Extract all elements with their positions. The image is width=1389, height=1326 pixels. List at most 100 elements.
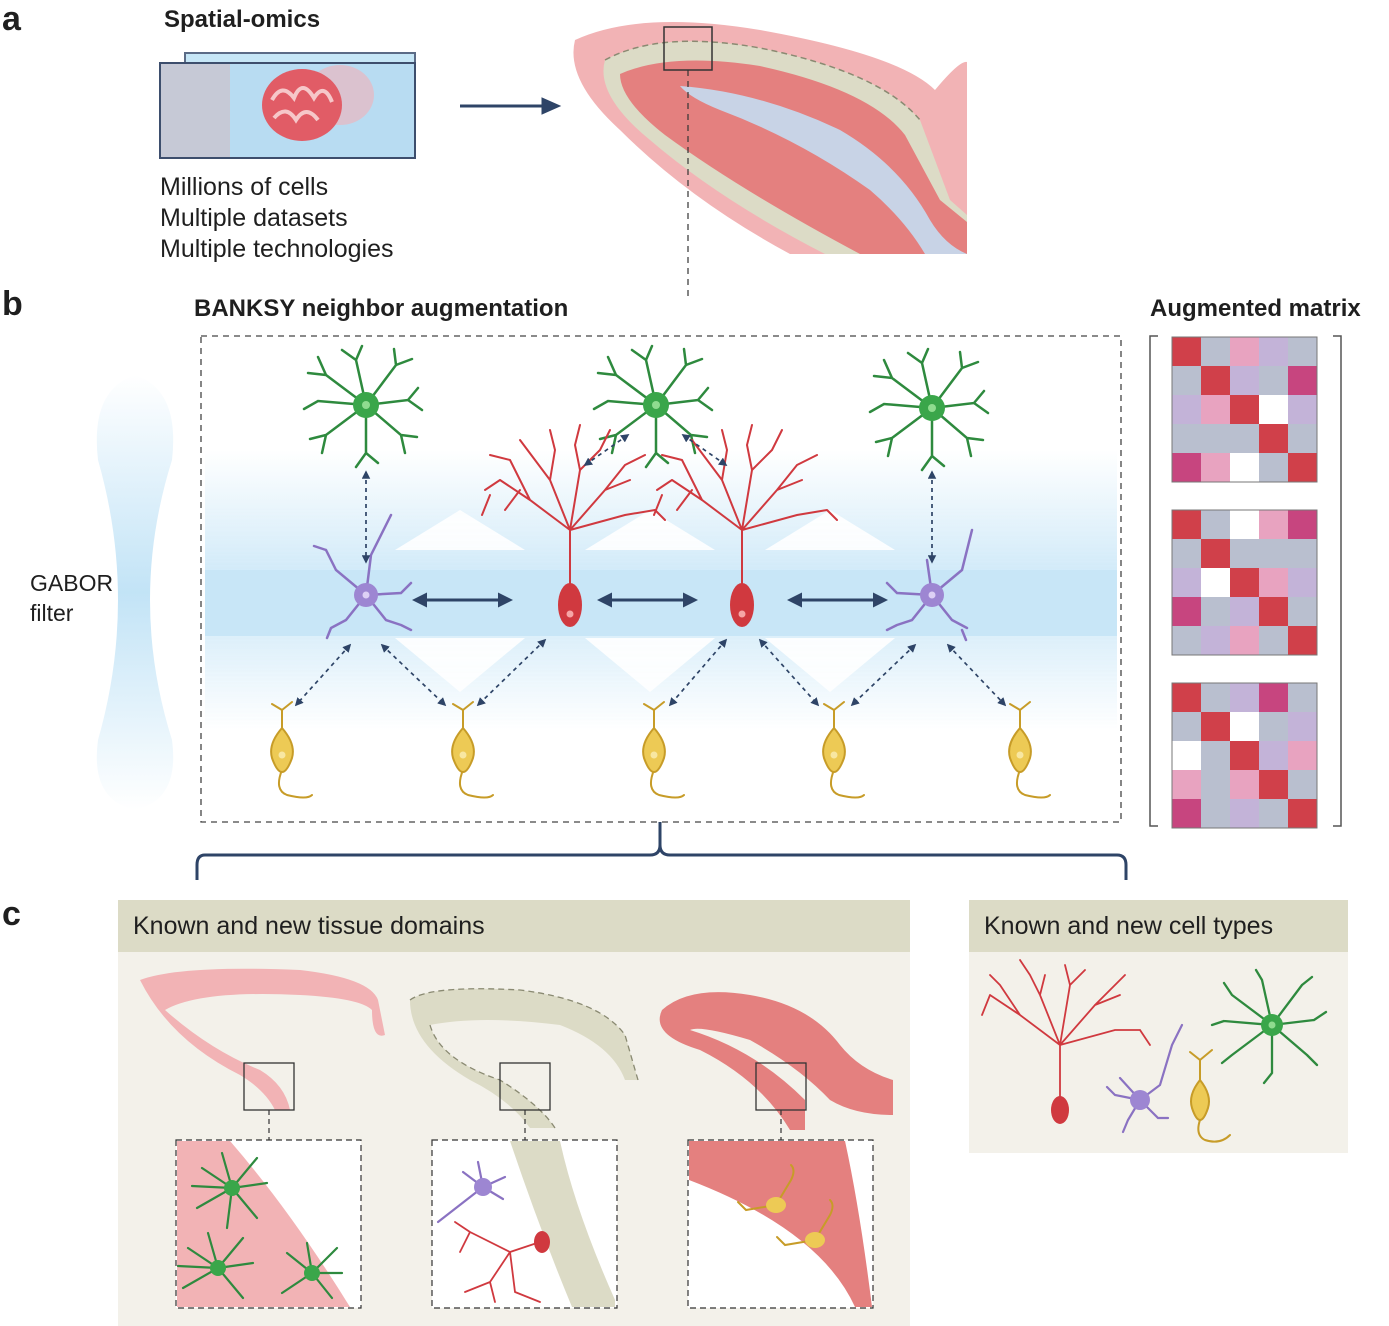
description-line-datasets: Multiple datasets (160, 204, 348, 232)
matrix-cell (1172, 626, 1201, 655)
matrix-cell (1259, 799, 1288, 828)
matrix-cell (1172, 510, 1201, 539)
matrix-border (1171, 682, 1318, 829)
augmented-matrices (1171, 336, 1318, 829)
description-line-cells: Millions of cells (160, 173, 329, 201)
augmented-matrix-brackets (1149, 335, 1342, 827)
matrix-cell (1230, 510, 1259, 539)
matrix-cell (1201, 712, 1230, 741)
matrix-cell (1172, 799, 1201, 828)
matrix-cell (1172, 424, 1201, 453)
matrix-cell (1230, 366, 1259, 395)
gabor-filter-shape (96, 375, 174, 810)
astrocyte-cell-right (868, 347, 990, 472)
spatial-omics-title: Spatial-omics (164, 6, 321, 33)
matrix-cell (1172, 453, 1201, 482)
cell-type-granule (1189, 1049, 1231, 1143)
matrix-cell (1288, 395, 1317, 424)
neighbor-dashed-arrows (294, 434, 1007, 707)
matrix-cell (1230, 395, 1259, 424)
panel-a-description: Millions of cells Multiple datasets Mult… (160, 172, 393, 265)
matrix-cell (1259, 712, 1288, 741)
arrow-to-tissue (460, 97, 562, 115)
matrix-cell (1288, 568, 1317, 597)
matrix-cell (1288, 539, 1317, 568)
matrix-cell (1172, 568, 1201, 597)
matrix-cell (1288, 712, 1317, 741)
matrix-cell (1172, 597, 1201, 626)
panel-b-letter: b (2, 285, 23, 323)
matrix-cell (1259, 453, 1288, 482)
panel-c-letter: c (2, 895, 21, 933)
granule-cell-5 (1008, 701, 1051, 799)
matrix-cell (1201, 799, 1230, 828)
matrix-border (1171, 336, 1318, 483)
matrix-cell (1259, 337, 1288, 366)
matrix-cell (1259, 395, 1288, 424)
cell-types-title: Known and new cell types (969, 900, 1348, 952)
matrix-cell (1201, 539, 1230, 568)
gabor-label-line-1: GABOR (30, 570, 114, 596)
matrix-cell (1288, 626, 1317, 655)
granule-cell-2 (451, 701, 494, 799)
matrix-cell (1172, 712, 1201, 741)
panel-a-letter: a (2, 0, 21, 38)
matrix-cell (1259, 626, 1288, 655)
matrix-cell (1201, 366, 1230, 395)
matrix-cell (1288, 424, 1317, 453)
matrix-cell (1201, 597, 1230, 626)
matrix-cell (1201, 453, 1230, 482)
matrix-cell (1230, 568, 1259, 597)
matrix-3 (1171, 682, 1318, 829)
matrix-cell (1201, 626, 1230, 655)
banksy-dashed-box (200, 335, 1122, 823)
granule-cell-3 (642, 701, 685, 799)
domain-granular-layer (659, 992, 893, 1309)
matrix-cell (1230, 712, 1259, 741)
matrix-cell (1201, 741, 1230, 770)
microglia-cell-right (885, 528, 974, 642)
gabor-filter-label: GABOR filter (30, 568, 113, 628)
matrix-cell (1201, 395, 1230, 424)
matrix-cell (1172, 337, 1201, 366)
matrix-cell (1288, 741, 1317, 770)
matrix-cell (1201, 683, 1230, 712)
matrix-cell (1288, 683, 1317, 712)
matrix-cell (1259, 568, 1288, 597)
microglia-cell-left (312, 513, 413, 640)
banksy-title: BANKSY neighbor augmentation (194, 295, 569, 322)
tissue-zoom-illustration (573, 22, 967, 300)
gabor-label-line-2: filter (30, 600, 74, 626)
matrix-cell (1288, 597, 1317, 626)
panel-c-graphic (140, 959, 1328, 1309)
matrix-cell (1230, 683, 1259, 712)
matrix-cell (1259, 424, 1288, 453)
matrix-cell (1230, 799, 1259, 828)
panel-a-graphic (159, 22, 967, 300)
panel-b-graphic (96, 335, 1342, 880)
astrocyte-cell-center (592, 344, 714, 469)
matrix-cell (1172, 770, 1201, 799)
matrix-cell (1259, 539, 1288, 568)
matrix-cell (1201, 337, 1230, 366)
cerebellum-section-icon (262, 65, 374, 141)
matrix-cell (1288, 337, 1317, 366)
matrix-cell (1230, 770, 1259, 799)
granule-cell-4 (822, 701, 865, 799)
astrocyte-cell-left (302, 344, 424, 469)
matrix-cell (1230, 539, 1259, 568)
cell-type-purkinje (981, 959, 1151, 1124)
matrix-cell (1201, 568, 1230, 597)
matrix-cell (1172, 395, 1201, 424)
matrix-cell (1259, 366, 1288, 395)
domain-purkinje-layer (409, 988, 639, 1309)
matrix-2 (1171, 509, 1318, 656)
matrix-border (1171, 509, 1318, 656)
description-line-technologies: Multiple technologies (160, 235, 394, 263)
matrix-cell (1201, 424, 1230, 453)
granule-cell-1 (270, 701, 313, 799)
matrix-cell (1259, 741, 1288, 770)
matrix-cell (1288, 770, 1317, 799)
purkinje-cell-left (481, 424, 666, 627)
